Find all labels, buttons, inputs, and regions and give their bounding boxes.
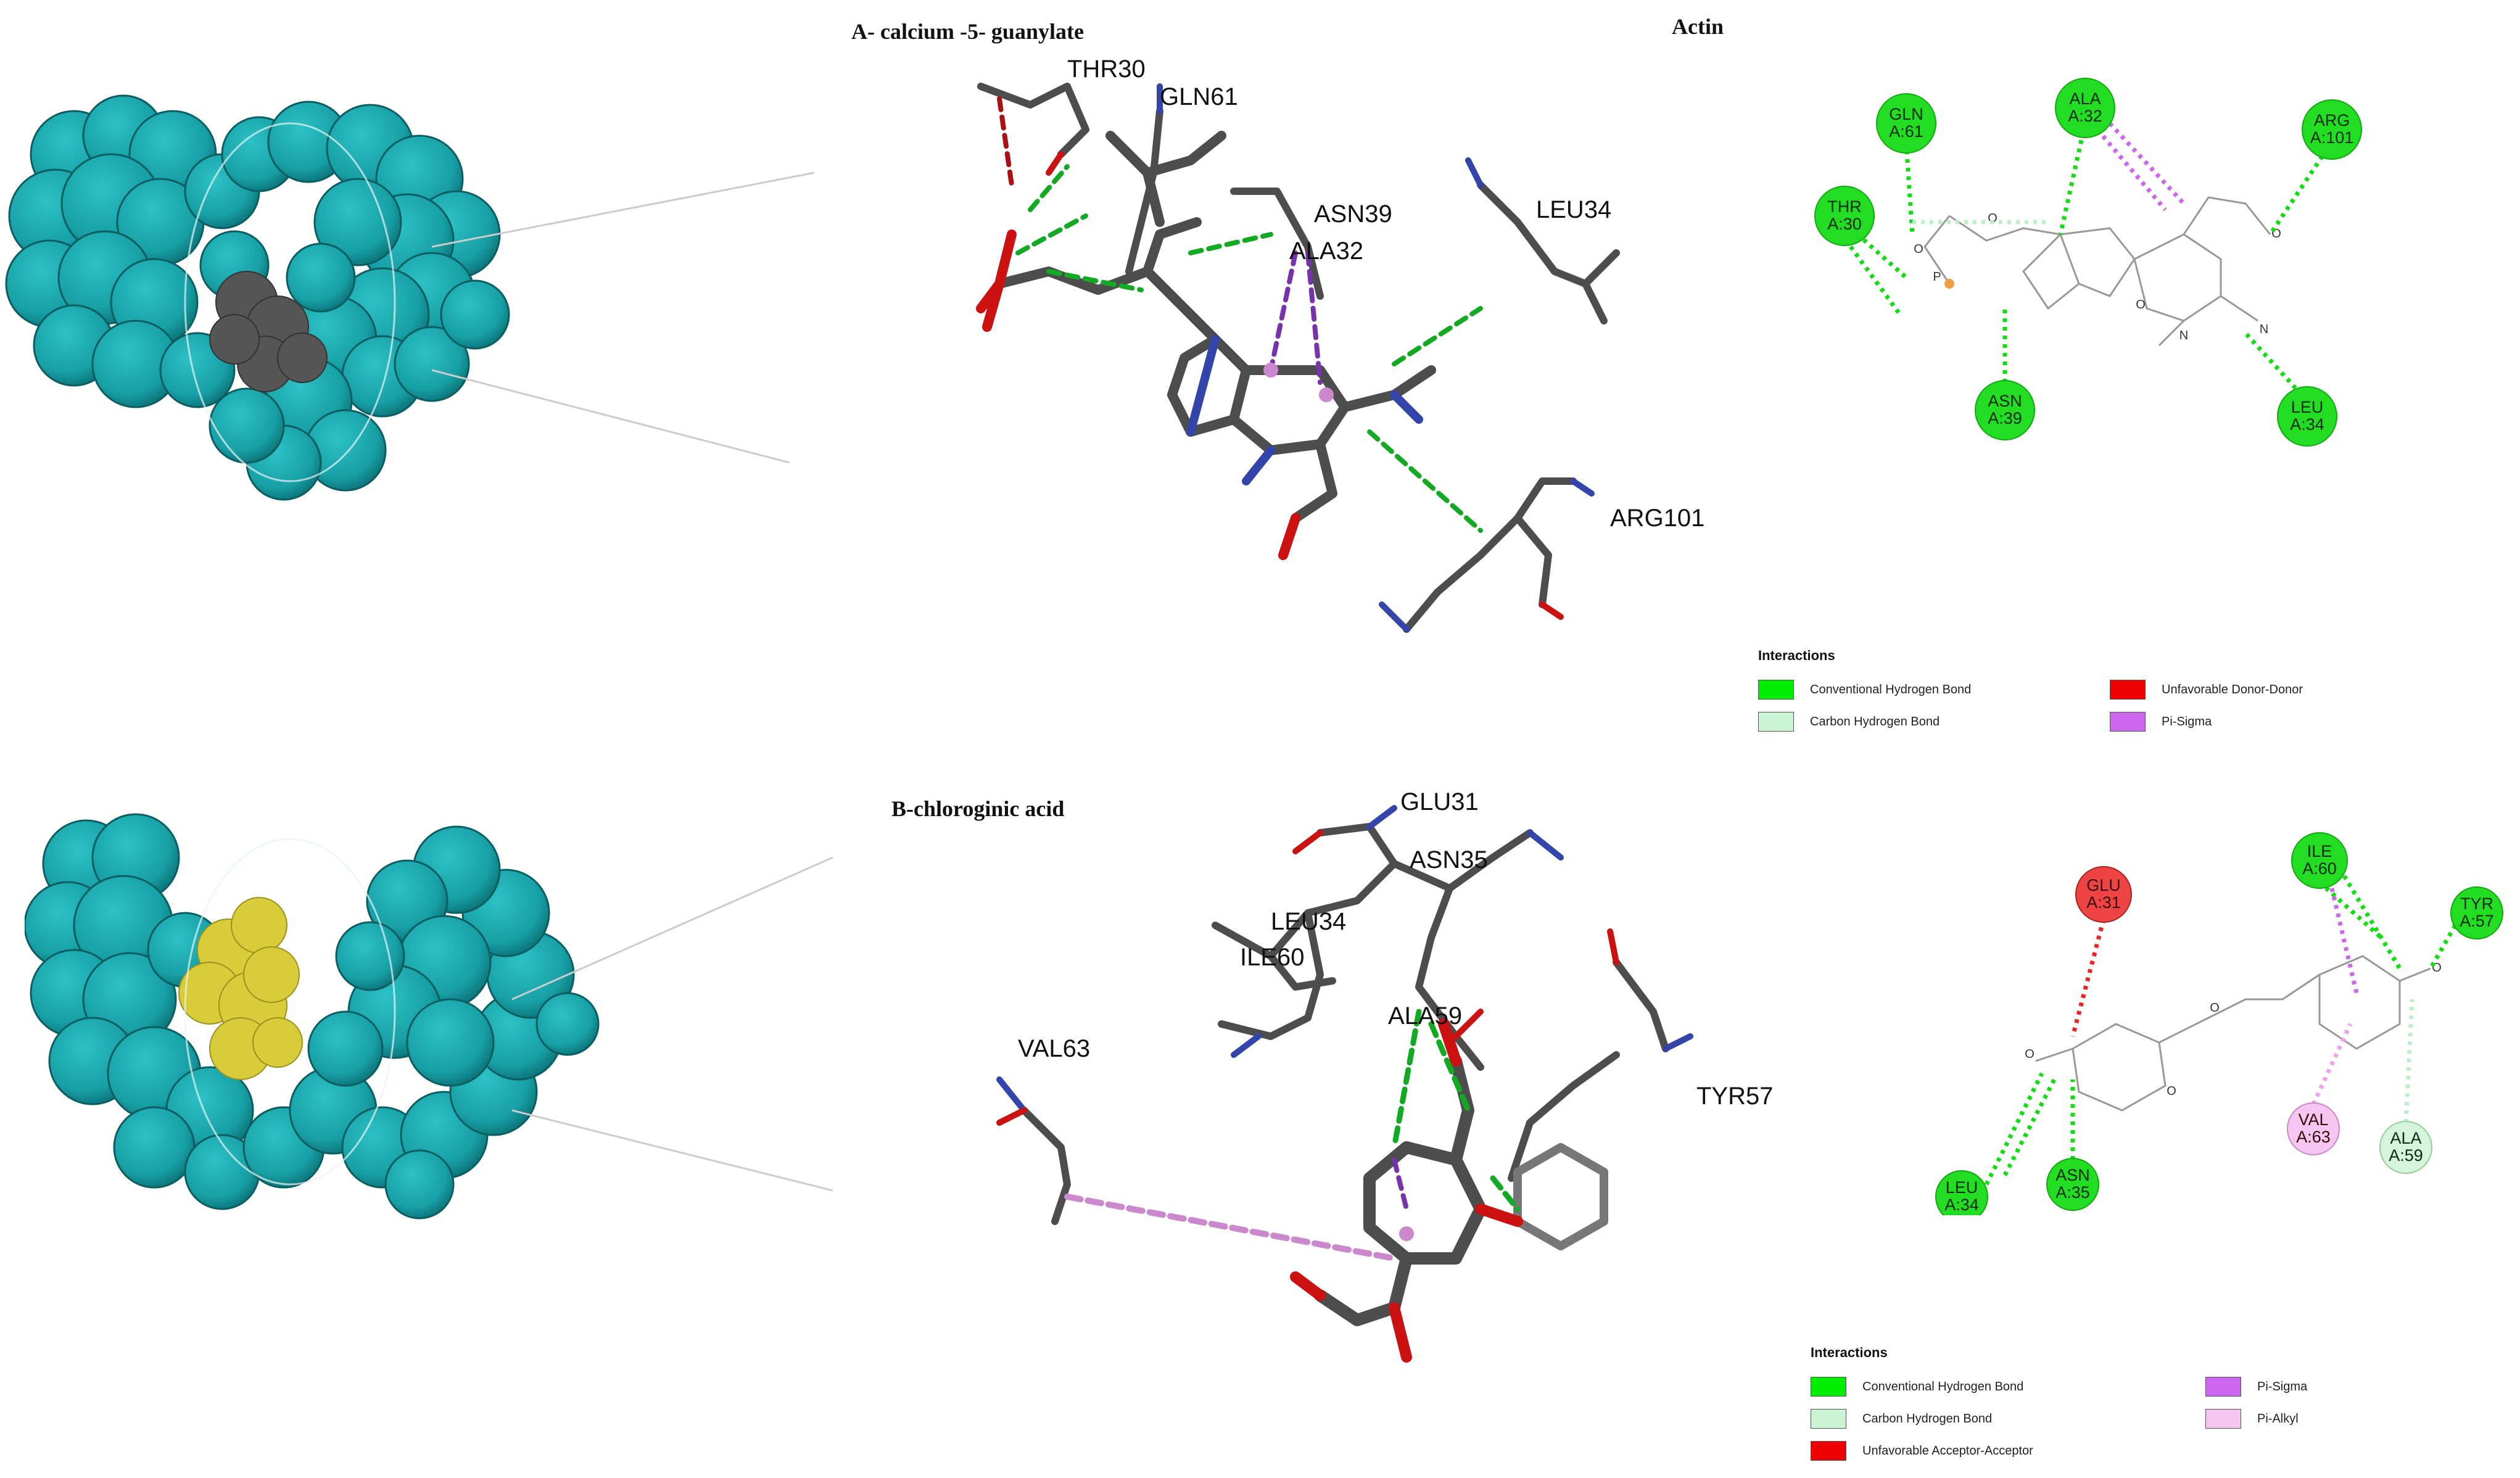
node-a-leu34-line1: LEU	[2291, 398, 2324, 416]
node-a-gln61-line1: GLN	[1889, 105, 1923, 123]
node-a-asn39-line2: A:39	[1988, 409, 2022, 427]
svg-text:O: O	[2210, 1001, 2220, 1015]
node-a-thr30-line2: A:30	[1827, 215, 1862, 233]
node-b-asn35-line2: A:35	[2055, 1183, 2090, 1202]
legend-a-title: Interactions	[1758, 648, 1835, 663]
residue-label-b-glu31: GLU31	[1400, 788, 1479, 815]
legend-a-item-conventional-hbond: Conventional Hydrogen Bond	[1758, 680, 1971, 700]
svg-text:O: O	[2025, 1047, 2035, 1061]
legend-a-item-carbon-hbond: Carbon Hydrogen Bond	[1758, 712, 1940, 732]
node-a-gln61-line2: A:61	[1889, 122, 1923, 141]
node-b-ala59-line1: ALA	[2390, 1129, 2421, 1147]
legend-b-title: Interactions	[1811, 1345, 1888, 1360]
node-b-tyr57-line2: A:57	[2460, 912, 2494, 930]
node-a-asn39-line1: ASN	[1988, 392, 2022, 410]
node-b-leu34-line2: A:34	[1944, 1195, 1979, 1214]
panel-a: A- calcium -5- guanylate Actin	[5, 14, 2437, 740]
node-b-asn35-line1: ASN	[2055, 1166, 2090, 1184]
legend-b-item-pi-sigma: Pi-Sigma	[2205, 1377, 2307, 1397]
residue-label-a-thr30: THR30	[1067, 56, 1146, 83]
node-a-arg101-line2: A:101	[2310, 128, 2354, 147]
svg-text:P: P	[1933, 270, 1941, 284]
residue-label-b-ala59: ALA59	[1388, 1002, 1463, 1030]
legend-b-item-unfavorable-acceptor-acceptor: Unfavorable Acceptor-Acceptor	[1811, 1441, 2033, 1461]
docking-3d-view-a	[976, 83, 1620, 633]
svg-text:O: O	[2167, 1084, 2176, 1098]
residue-label-b-asn35: ASN35	[1410, 846, 1488, 873]
zoom-lines-b	[512, 856, 833, 1192]
residue-label-a-leu34: LEU34	[1536, 196, 1612, 223]
legend-b: Interactions Conventional Hydrogen Bond …	[1811, 1345, 2489, 1468]
residue-label-a-ala32: ALA32	[1289, 237, 1364, 265]
node-b-val63-line1: VAL	[2298, 1110, 2328, 1129]
residue-label-b-tyr57: TYR57	[1696, 1083, 1774, 1110]
svg-text:N: N	[2260, 323, 2268, 336]
node-a-ala32-line1: ALA	[2069, 89, 2101, 108]
node-b-ile60-line1: ILE	[2307, 842, 2332, 861]
interaction-2d-diagram-a: O P O O O N N GLN A:61	[1814, 78, 2362, 447]
node-a-leu34-line2: A:34	[2290, 415, 2324, 434]
panel-b: B-chloroginic acid	[0, 740, 2520, 1478]
docking-3d-view-b	[996, 805, 1693, 1363]
legend-b-item-conventional-hbond: Conventional Hydrogen Bond	[1811, 1377, 2023, 1397]
node-a-arg101-line1: ARG	[2314, 111, 2350, 130]
node-b-glu31-line2: A:31	[2086, 893, 2121, 912]
residue-label-b-val63: VAL63	[1018, 1035, 1091, 1062]
interaction-2d-diagram-b: O O O O ILE A:60 TYR A:57 GLU	[1935, 832, 2503, 1215]
residue-label-b-leu34: LEU34	[1271, 908, 1347, 935]
svg-text:O: O	[2136, 298, 2146, 312]
residue-label-b-ile60: ILE60	[1240, 944, 1305, 971]
legend-b-item-carbon-hbond: Carbon Hydrogen Bond	[1811, 1409, 1992, 1429]
protein-surface-a	[5, 94, 510, 501]
residue-label-a-asn39: ASN39	[1314, 200, 1392, 228]
zoom-lines-a	[432, 171, 815, 464]
legend-b-item-pi-alkyl: Pi-Alkyl	[2205, 1409, 2299, 1429]
svg-text:N: N	[2179, 329, 2188, 342]
legend-a: Interactions Conventional Hydrogen Bond …	[1758, 648, 2437, 740]
caption-b: B-chloroginic acid	[891, 796, 1065, 821]
node-b-val63-line2: A:63	[2296, 1128, 2331, 1146]
node-b-ala59-line2: A:59	[2389, 1146, 2423, 1165]
legend-a-item-unfavorable-donor-donor: Unfavorable Donor-Donor	[2110, 680, 2303, 700]
node-a-ala32-line2: A:32	[2068, 107, 2102, 125]
node-b-tyr57-line1: TYR	[2460, 894, 2493, 913]
protein-surface-b	[25, 813, 600, 1220]
residue-label-a-gln61: GLN61	[1160, 83, 1238, 110]
svg-text:O: O	[1914, 242, 1923, 256]
node-b-ile60-line2: A:60	[2302, 859, 2337, 878]
node-a-thr30-line1: THR	[1827, 197, 1862, 216]
node-b-glu31-line1: GLU	[2086, 876, 2121, 894]
caption-a: A- calcium -5- guanylate	[851, 19, 1084, 44]
legend-a-item-pi-sigma: Pi-Sigma	[2110, 712, 2212, 732]
panel-title-a: Actin	[1672, 14, 1724, 39]
residue-label-a-arg101: ARG101	[1610, 505, 1705, 532]
node-b-leu34-line1: LEU	[1946, 1178, 1978, 1197]
